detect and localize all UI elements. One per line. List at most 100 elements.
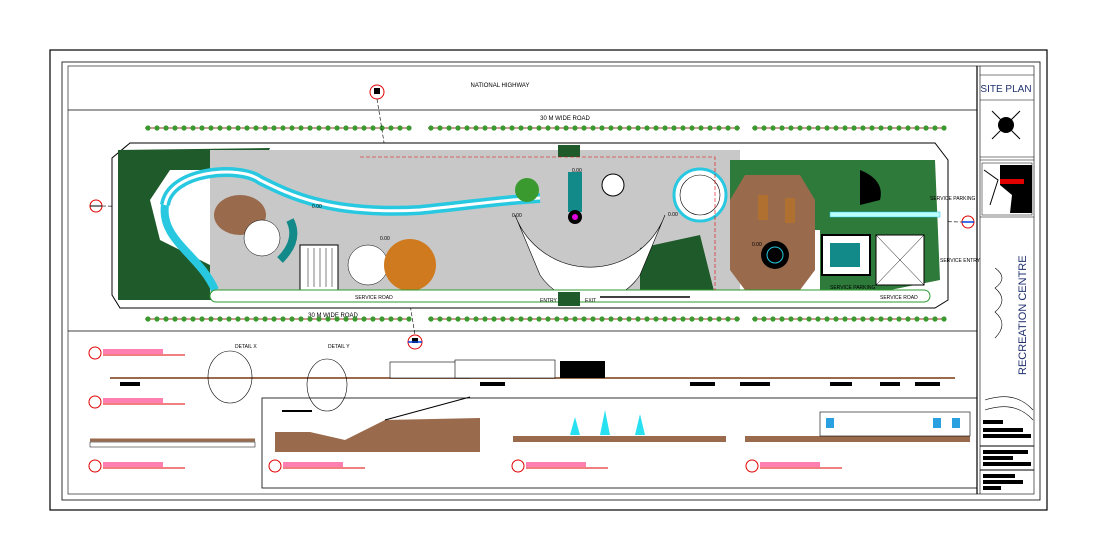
tree-icon (788, 316, 794, 322)
tree-icon (379, 316, 385, 322)
tree-icon (761, 316, 767, 322)
tree-icon (217, 316, 223, 322)
tree-icon (599, 125, 605, 131)
highway-label: NATIONAL HIGHWAY (470, 83, 529, 89)
tree-icon (199, 125, 205, 131)
tree-icon (878, 125, 884, 131)
tree-icon (779, 125, 785, 131)
level-label: 0.00 (312, 204, 322, 210)
tree-icon (896, 316, 902, 322)
tree-icon (406, 125, 412, 131)
tree-icon (172, 125, 178, 131)
section-marker-top (369, 84, 385, 100)
tree-icon (905, 316, 911, 322)
tree-icon (734, 316, 740, 322)
tree-icon (590, 316, 596, 322)
section-marker-icon (88, 395, 102, 409)
tree-icon (406, 316, 412, 322)
tree-icon (428, 316, 434, 322)
section-marker-left (89, 199, 103, 213)
tree-icon (896, 125, 902, 131)
tree-icon (725, 316, 731, 322)
section-title-bar (103, 398, 163, 403)
tree-icon (352, 125, 358, 131)
tree-icon (262, 316, 268, 322)
fountain-channel (568, 172, 582, 212)
section-title-bar (526, 462, 586, 467)
tree-icon (698, 125, 704, 131)
section-marker-icon (88, 346, 102, 360)
food-court-octagon (730, 175, 815, 290)
tree-icon (298, 316, 304, 322)
tree-icon (518, 316, 524, 322)
tree-icon (608, 316, 614, 322)
tree-icon (788, 125, 794, 131)
detail-y-label: DETAIL Y (328, 344, 350, 350)
tree-icon (599, 316, 605, 322)
tree-icon (388, 125, 394, 131)
section-detail-fountain (513, 410, 726, 442)
sheet-title: SITE PLAN (980, 84, 1031, 95)
tree-icon (235, 316, 241, 322)
section-marker-icon (268, 459, 282, 473)
tree-icon (280, 316, 286, 322)
tree-icon (671, 316, 677, 322)
tree-icon (361, 125, 367, 131)
tree-icon (752, 125, 758, 131)
section-title-bar (103, 462, 163, 467)
tree-icon (932, 316, 938, 322)
tree-icon (446, 125, 452, 131)
tree-icon (437, 316, 443, 322)
tree-icon (734, 125, 740, 131)
tree-icon (698, 316, 704, 322)
road-top-label: 30 M WIDE ROAD (540, 116, 590, 122)
lawn-right (640, 235, 715, 295)
inner-frame (61, 61, 1041, 501)
entry-label: ENTRY (540, 298, 558, 304)
site-section-short (89, 438, 256, 448)
section-detail-pavilion (745, 411, 971, 442)
tree-icon (617, 316, 623, 322)
tree-icon (581, 125, 587, 131)
level-label: 0.00 (668, 212, 678, 218)
tree-icon (208, 316, 214, 322)
section-marker-right (961, 215, 975, 229)
tree-icon (217, 125, 223, 131)
tree-icon (689, 316, 695, 322)
tree-icon (554, 125, 560, 131)
tree-icon (941, 316, 947, 322)
tree-icon (617, 125, 623, 131)
tree-icon (226, 125, 232, 131)
tree-icon (581, 316, 587, 322)
tree-icon (289, 125, 295, 131)
ferris-wheel (672, 167, 728, 223)
tree-icon (824, 125, 830, 131)
tree-icon (689, 125, 695, 131)
tree-icon (509, 125, 515, 131)
tree-icon (437, 125, 443, 131)
tree-icon (644, 316, 650, 322)
tree-icon (851, 125, 857, 131)
tree-icon (190, 316, 196, 322)
north-arrow-icon (991, 110, 1021, 140)
tree-icon (914, 125, 920, 131)
tree-icon (563, 316, 569, 322)
tree-icon (397, 316, 403, 322)
tree-icon (725, 125, 731, 131)
water-slide (277, 218, 298, 263)
tree-icon (626, 125, 632, 131)
tree-icon (181, 125, 187, 131)
tree-icon (518, 125, 524, 131)
tree-rows (145, 125, 947, 322)
tree-icon (343, 316, 349, 322)
tree-icon (361, 316, 367, 322)
tree-icon (455, 316, 461, 322)
tree-icon (199, 316, 205, 322)
drawing-border (67, 65, 1035, 495)
project-name: RECREATION CENTRE (1017, 255, 1029, 375)
tree-icon (590, 125, 596, 131)
tree-icon (545, 316, 551, 322)
plaza-circle (347, 244, 389, 286)
tree-icon (145, 316, 151, 322)
tree-icon (289, 316, 295, 322)
